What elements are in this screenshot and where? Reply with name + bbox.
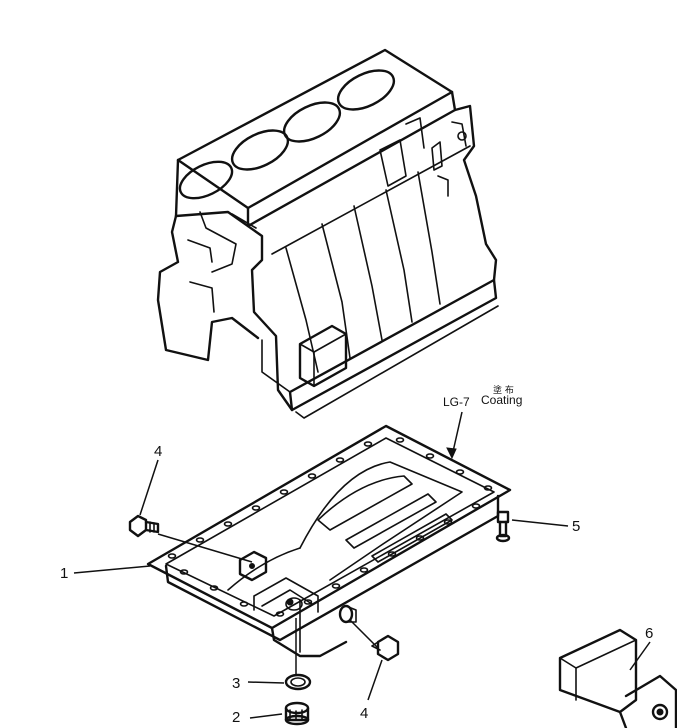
cylinder-block xyxy=(156,48,499,419)
bolt-upper xyxy=(128,514,160,538)
bolt-right xyxy=(495,510,511,543)
callout-2: 2 xyxy=(232,709,240,726)
annotation-japanese: 塗 布 xyxy=(493,384,514,396)
oil-pan xyxy=(146,424,512,658)
leader-lines xyxy=(73,411,651,719)
flange-bolt-holes xyxy=(167,437,493,617)
callout-4-upper: 4 xyxy=(154,443,162,460)
annotation-english: Coating xyxy=(481,393,522,407)
service-tool xyxy=(558,628,677,728)
drain-plug xyxy=(284,701,310,726)
callout-1: 1 xyxy=(60,565,68,582)
annotation-code: LG-7 xyxy=(443,395,470,409)
callout-5: 5 xyxy=(572,518,580,535)
callout-6: 6 xyxy=(645,625,653,642)
plug-lower xyxy=(371,634,400,662)
callout-4-lower: 4 xyxy=(360,705,368,722)
gasket-ring xyxy=(284,673,312,691)
callout-3: 3 xyxy=(232,675,240,692)
